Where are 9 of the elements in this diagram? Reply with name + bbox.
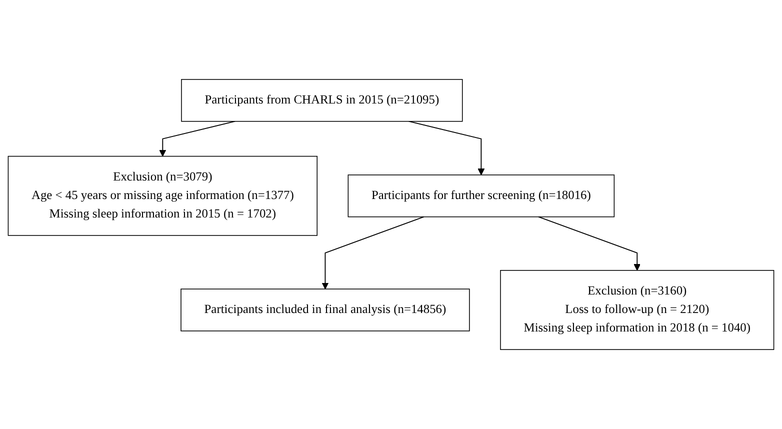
arrow xyxy=(322,216,424,290)
node-box: Exclusion (n=3160) Loss to follow-up (n = 2120) Missing sleep information in 2018 (n = 1040) xyxy=(500,270,774,350)
node-box: Participants included in final analysis (n=14856) xyxy=(180,288,470,332)
arrow xyxy=(408,120,485,176)
arrow xyxy=(538,216,641,271)
node-box: Exclusion (n=3079) Age < 45 years or missing age information (n=1377) Missing sleep information in 2015 (n = 1702) xyxy=(8,156,318,236)
node-box: Participants from CHARLS in 2015 (n=21095) xyxy=(181,79,463,122)
arrow xyxy=(159,120,236,157)
node-box: Participants for further screening (n=18016) xyxy=(348,174,615,218)
